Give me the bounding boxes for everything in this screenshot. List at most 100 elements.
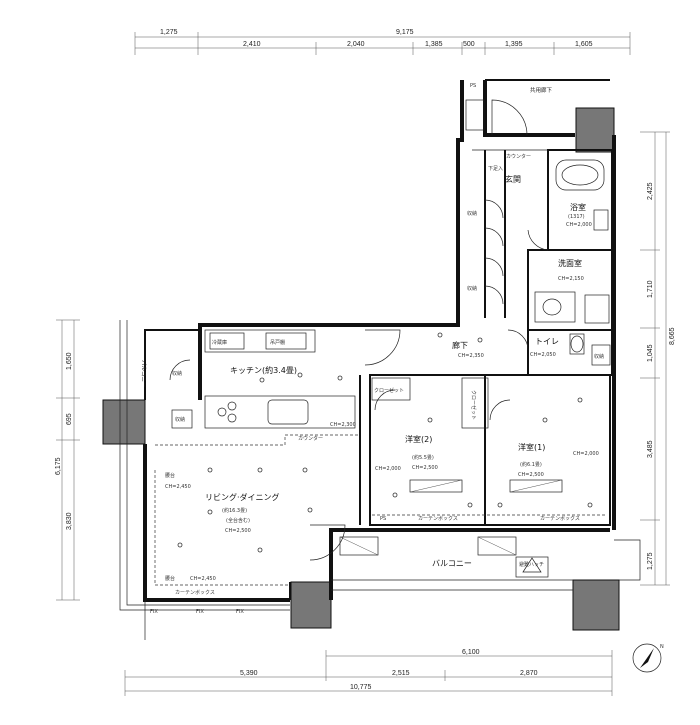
column-bottom-left xyxy=(290,581,332,629)
balcony-area: バルコニー 避難ハッチ バルコニー FIX FIX FIX xyxy=(119,320,641,615)
dim-right-2: 1,710 xyxy=(647,280,654,298)
balcony-label: バルコニー xyxy=(432,559,472,568)
columns xyxy=(102,107,620,631)
wet-area: 浴室 (1317) CH=2,000 洗面室 CH=2,150 トイレ CH=2… xyxy=(507,149,613,376)
dim-right-5: 1,275 xyxy=(647,552,654,570)
dim-bottom-total: 10,775 xyxy=(350,684,372,691)
ps-top-label: PS xyxy=(470,83,476,89)
curtain-box-bed1: カーテンボックス xyxy=(540,515,580,522)
compass-label: N xyxy=(660,644,664,650)
balcony-west-label: バルコニー xyxy=(140,360,147,387)
exterior-walls xyxy=(143,80,616,602)
kitchen-ch-label: CH=2,300 xyxy=(330,422,356,428)
bath-label: 浴室 xyxy=(570,202,586,212)
evac-hatch xyxy=(515,556,549,578)
fix-label-1: FIX xyxy=(150,609,158,615)
dim-top-3: 1,385 xyxy=(425,41,443,48)
evac-hatch-label: 避難ハッチ xyxy=(519,561,544,568)
dim-right-3: 1,045 xyxy=(647,344,654,362)
dim-bottom-mid: 6,100 xyxy=(462,649,480,656)
curtain-box-bed2: カーテンボックス xyxy=(418,515,458,522)
toilet-ch-label: CH=2,050 xyxy=(530,352,556,358)
top-dimensions: 1,275 9,175 2,410 2,040 1,385 500 1,395 … xyxy=(134,29,631,55)
shelf-label: 吊戸棚 xyxy=(270,339,285,346)
living-ch-label: CH=2,500 xyxy=(225,528,251,534)
bench-label-2: 腰台 xyxy=(165,575,175,582)
compass: N xyxy=(632,643,664,673)
kitchen: 冷蔵庫 吊戸棚 キッチン(約3.4畳) カウンター CH=2,300 収納 収納 xyxy=(169,329,356,442)
dim-top-2: 2,040 xyxy=(347,41,365,48)
dim-right-4: 3,485 xyxy=(647,440,654,458)
column-top-right xyxy=(575,107,615,153)
fridge-label: 冷蔵庫 xyxy=(212,339,227,346)
dim-top-5: 1,395 xyxy=(505,41,523,48)
common-corridor-label: 共用廊下 xyxy=(530,86,553,94)
hatch-left xyxy=(339,536,379,556)
toilet-label: トイレ xyxy=(535,337,559,346)
column-left xyxy=(102,399,146,445)
washroom-ch-label: CH=2,150 xyxy=(558,276,584,282)
dim-top-1: 2,410 xyxy=(243,41,261,48)
dim-right-1: 2,425 xyxy=(647,182,654,200)
ps-bottom-label: PS xyxy=(380,516,386,522)
left-dimensions: 1,650 695 3,830 6,175 xyxy=(55,319,80,601)
hallway: 廊下 CH=2,350 xyxy=(364,329,484,366)
dim-left-total: 6,175 xyxy=(55,457,62,475)
bed1-ch2-label: CH=2,000 xyxy=(573,451,599,457)
bed2-ch2-label: CH=2,000 xyxy=(375,466,401,472)
entry-door-swing xyxy=(491,99,528,136)
bed2-label: 洋室(2) xyxy=(405,434,432,444)
entrance-area: 共用廊下 PS 玄関 カウンター 収納 収納 下足入 xyxy=(465,79,610,318)
storage-toilet-label: 収納 xyxy=(594,353,604,360)
living-ch3-label: CH=2,450 xyxy=(190,576,216,582)
kitchen-label: キッチン(約3.4畳) xyxy=(230,365,297,375)
storage-kitchen-label: 収納 xyxy=(172,370,182,377)
storage-entrance-label-2: 収納 xyxy=(467,285,477,292)
dim-right-total: 8,665 xyxy=(669,327,676,345)
entrance-label: 玄関 xyxy=(505,174,521,184)
dim-left-1: 1,650 xyxy=(66,352,73,370)
bed1-ch-label: CH=2,500 xyxy=(518,472,544,478)
hallway-ch-label: CH=2,350 xyxy=(458,353,484,359)
bath-ch-label: CH=2,000 xyxy=(566,222,592,228)
dim-left-3: 3,830 xyxy=(66,512,73,530)
dim-bottom-1: 5,390 xyxy=(240,670,258,677)
column-bottom-right xyxy=(572,579,620,631)
bed1-size-label: (約6.1畳) xyxy=(520,461,542,468)
bottom-dimensions: 6,100 5,390 2,515 2,870 10,775 xyxy=(124,649,613,696)
curtain-box-living: カーテンボックス xyxy=(175,589,215,596)
storage-ldk-label: 収納 xyxy=(175,416,185,423)
living-dining: 腰台 CH=2,450 腰台 CH=2,450 カーテンボックス リビング·ダイ… xyxy=(144,375,361,640)
counter-label-kitchen: カウンター xyxy=(298,435,323,442)
bed2-size-label: (約5.5畳) xyxy=(412,454,434,461)
counter-label-entrance: カウンター xyxy=(506,153,531,160)
dim-top-total: 9,175 xyxy=(396,29,414,36)
dim-top-6: 1,605 xyxy=(575,41,593,48)
bath-size-label: (1317) xyxy=(568,214,585,220)
closet-bed1-label: クローゼット xyxy=(470,390,477,420)
dim-bottom-2: 2,515 xyxy=(392,670,410,677)
washroom-label: 洗面室 xyxy=(558,258,582,268)
dim-bottom-3: 2,870 xyxy=(520,670,538,677)
storage-entrance-label: 収納 xyxy=(467,210,477,217)
hallway-label: 廊下 xyxy=(452,340,468,350)
ps-box xyxy=(465,99,485,131)
living-sub-label: (全台含む) xyxy=(226,517,250,524)
dim-top-left: 1,275 xyxy=(160,29,178,36)
right-dimensions: 2,425 1,710 1,045 3,485 1,275 8,665 xyxy=(640,131,676,586)
fix-label-3: FIX xyxy=(236,609,244,615)
hatch-right xyxy=(477,536,517,556)
fix-label-2: FIX xyxy=(196,609,204,615)
dim-top-4: 500 xyxy=(463,41,475,48)
bench-label-1: 腰台 xyxy=(165,472,175,479)
living-ch2-label: CH=2,450 xyxy=(165,484,191,490)
shoes-label: 下足入 xyxy=(488,166,503,172)
bed1-label: 洋室(1) xyxy=(518,442,545,452)
bedroom-1: クローゼット 洋室(1) (約6.1畳) CH=2,500 CH=2,000 カ… xyxy=(372,374,611,526)
dim-left-2: 695 xyxy=(66,413,73,425)
bedroom-2: クローゼット 洋室(2) (約5.5畳) CH=2,500 CH=2,000 カ… xyxy=(369,374,486,526)
living-size-label: (約16.3畳) xyxy=(222,507,247,514)
bed2-ch-label: CH=2,500 xyxy=(412,465,438,471)
living-label: リビング·ダイニング xyxy=(205,492,280,502)
